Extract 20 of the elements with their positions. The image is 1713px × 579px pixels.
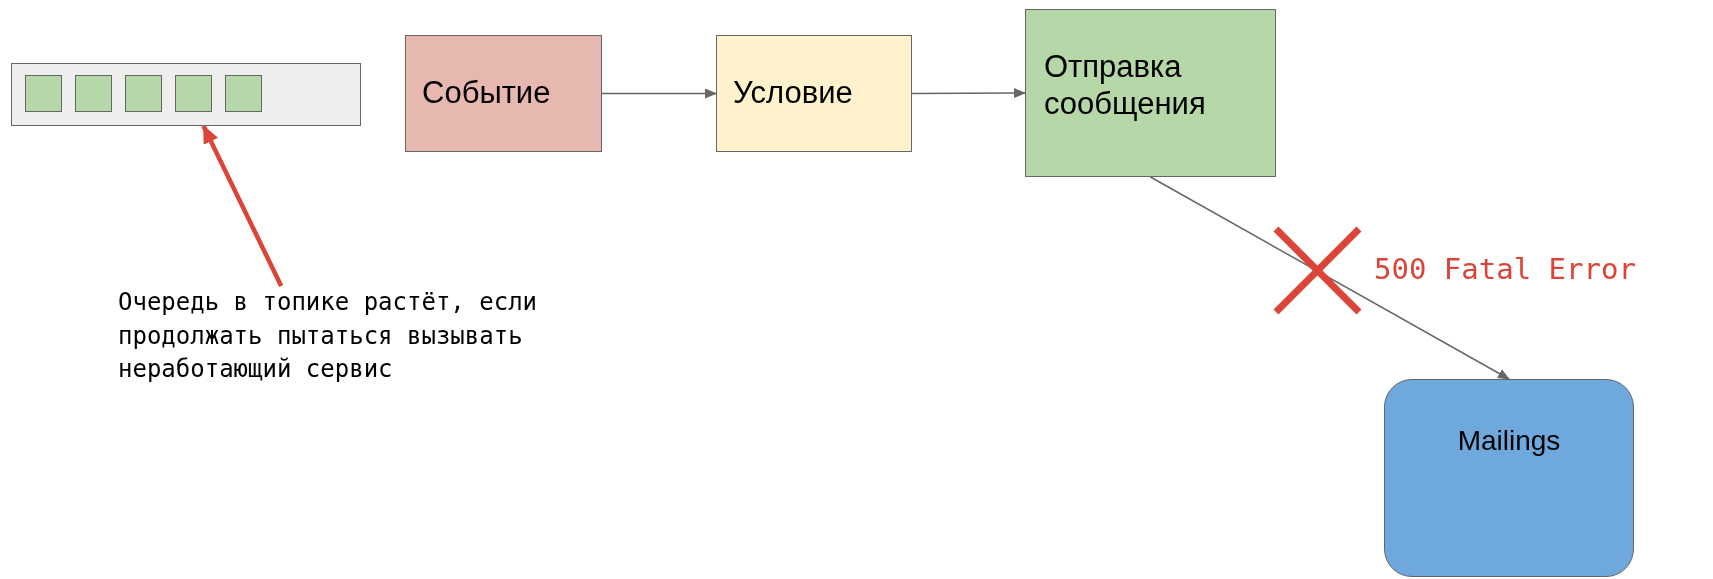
box-label: Условие [733,74,853,112]
box-label: Mailings [1456,424,1562,458]
queue-item [225,75,262,112]
queue-item [25,75,62,112]
arrow [911,88,1026,99]
arrow [601,88,717,99]
box-label: Отправка сообщения [1044,48,1207,123]
queue-item [125,75,162,112]
arrow [1149,176,1510,380]
error-label: 500 Fatal Error [1374,252,1636,286]
leader-arrow [201,125,284,287]
queue-bar [11,63,361,126]
queue-item [175,75,212,112]
process-box [1025,9,1276,177]
process-box [716,35,912,152]
process-box [405,35,602,152]
queue-item [75,75,112,112]
box-label: Событие [422,74,551,112]
annotation-text: Очередь в топике растёт, если продолжать пытаться вызывать неработающий сервис [118,287,539,386]
service-box [1384,379,1634,577]
